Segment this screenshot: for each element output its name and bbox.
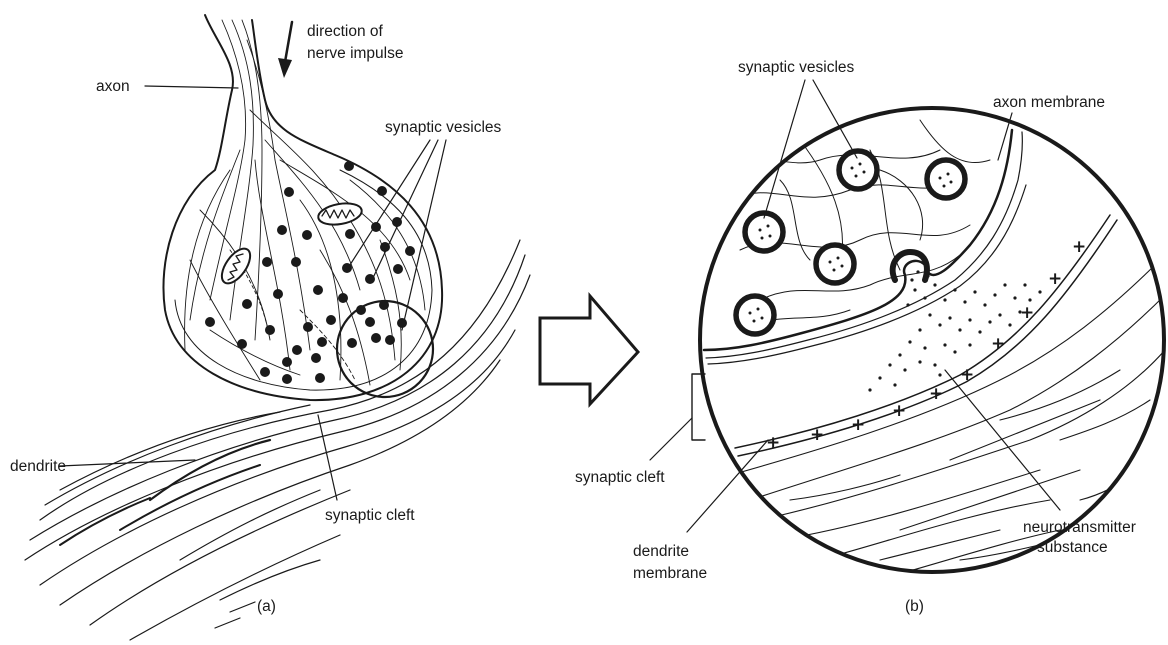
svg-text:+: + — [766, 433, 780, 453]
label-direction-line2: nerve impulse — [307, 45, 404, 62]
svg-text:+: + — [1048, 269, 1062, 289]
impulse-direction-arrow — [278, 22, 292, 78]
label-dendrite-membrane-line1: dendrite — [633, 543, 689, 560]
label-dendrite-membrane-line2: membrane — [633, 565, 707, 582]
label-axon: axon — [96, 78, 130, 95]
panel-b: + + + + + + + + + + — [575, 59, 1165, 615]
dendrite-fibres — [25, 240, 530, 640]
label-synaptic-vesicles-a: synaptic vesicles — [385, 119, 502, 136]
magnification-circle — [337, 301, 433, 397]
svg-text:+: + — [960, 365, 974, 385]
svg-text:+: + — [1072, 237, 1086, 257]
svg-text:+: + — [991, 334, 1005, 354]
mitochondrion — [317, 200, 364, 227]
caption-b: (b) — [905, 598, 924, 615]
svg-text:+: + — [892, 401, 906, 421]
axon-terminal — [163, 15, 442, 400]
enlargement-arrow — [540, 296, 638, 404]
panel-a: direction of nerve impulse axon synaptic… — [10, 15, 530, 640]
label-synaptic-cleft-a: synaptic cleft — [325, 507, 415, 524]
label-neurotransmitter-line2: substance — [1037, 539, 1108, 556]
label-neurotransmitter-line1: neurotransmitter — [1023, 519, 1136, 536]
label-direction-line1: direction of — [307, 23, 384, 40]
label-dendrite: dendrite — [10, 458, 66, 475]
svg-text:+: + — [1020, 303, 1034, 323]
svg-text:+: + — [851, 415, 865, 435]
svg-text:+: + — [810, 425, 824, 445]
caption-a: (a) — [257, 598, 276, 615]
label-synaptic-cleft-b: synaptic cleft — [575, 469, 665, 486]
label-axon-membrane: axon membrane — [993, 94, 1105, 111]
label-synaptic-vesicles-b: synaptic vesicles — [738, 59, 855, 76]
svg-text:+: + — [929, 384, 943, 404]
